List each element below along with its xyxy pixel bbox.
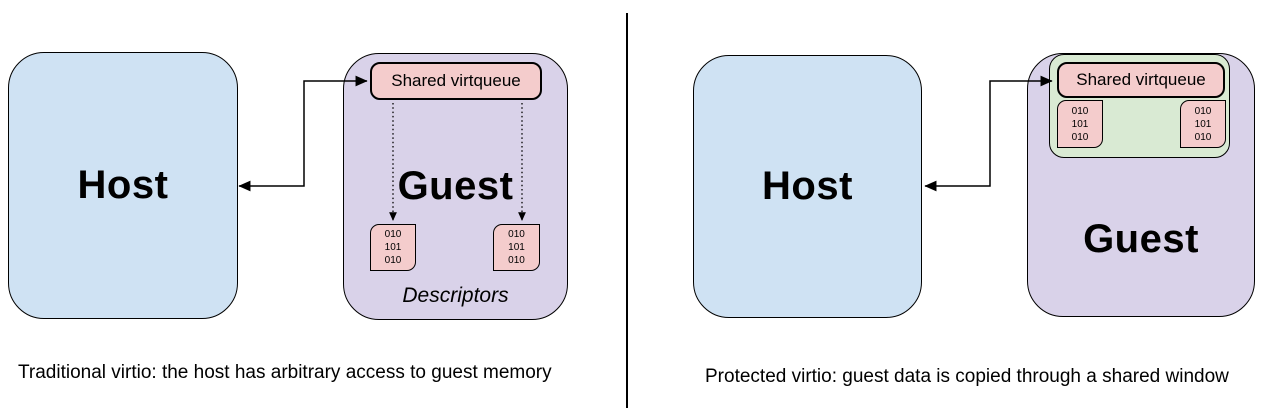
memory-bits-line: 010	[1071, 105, 1089, 117]
protected-shared-virtqueue-box: Shared virtqueue	[1057, 62, 1225, 98]
protected-memory-box-left: 010 101 010	[1057, 100, 1103, 148]
protected-shared-virtqueue-label: Shared virtqueue	[1076, 70, 1206, 89]
memory-bits-line: 010	[1071, 131, 1089, 143]
descriptors-label: Descriptors	[402, 284, 509, 307]
memory-bits-line: 010	[384, 255, 402, 266]
protected-caption: Protected virtio: guest data is copied t…	[705, 366, 1229, 387]
traditional-host-box: Host	[8, 52, 238, 319]
memory-bits-line: 010	[384, 229, 402, 240]
memory-bits-line: 101	[1194, 118, 1212, 130]
protected-host-box: Host	[693, 55, 922, 318]
panel-divider-line	[626, 13, 628, 408]
memory-bits-line: 010	[1194, 131, 1212, 143]
memory-bits-line: 010	[508, 229, 525, 240]
traditional-descriptor-memory-box-right: 010 101 010	[493, 224, 540, 271]
memory-bits-line: 010	[1194, 105, 1212, 117]
traditional-descriptor-memory-box-left: 010 101 010	[370, 224, 416, 271]
traditional-guest-label: Guest	[397, 164, 514, 208]
traditional-host-label: Host	[77, 163, 169, 207]
protected-guest-label: Guest	[1083, 217, 1199, 261]
memory-bits-line: 101	[1071, 118, 1089, 130]
traditional-shared-virtqueue-box: Shared virtqueue	[370, 62, 542, 100]
protected-memory-box-right: 010 101 010	[1180, 100, 1226, 148]
memory-bits-line: 101	[384, 242, 402, 253]
traditional-caption: Traditional virtio: the host has arbitra…	[18, 362, 552, 383]
memory-bits-line: 010	[508, 255, 525, 266]
protected-host-label: Host	[762, 164, 853, 208]
traditional-shared-virtqueue-label: Shared virtqueue	[391, 71, 521, 90]
memory-bits-line: 101	[508, 242, 525, 253]
